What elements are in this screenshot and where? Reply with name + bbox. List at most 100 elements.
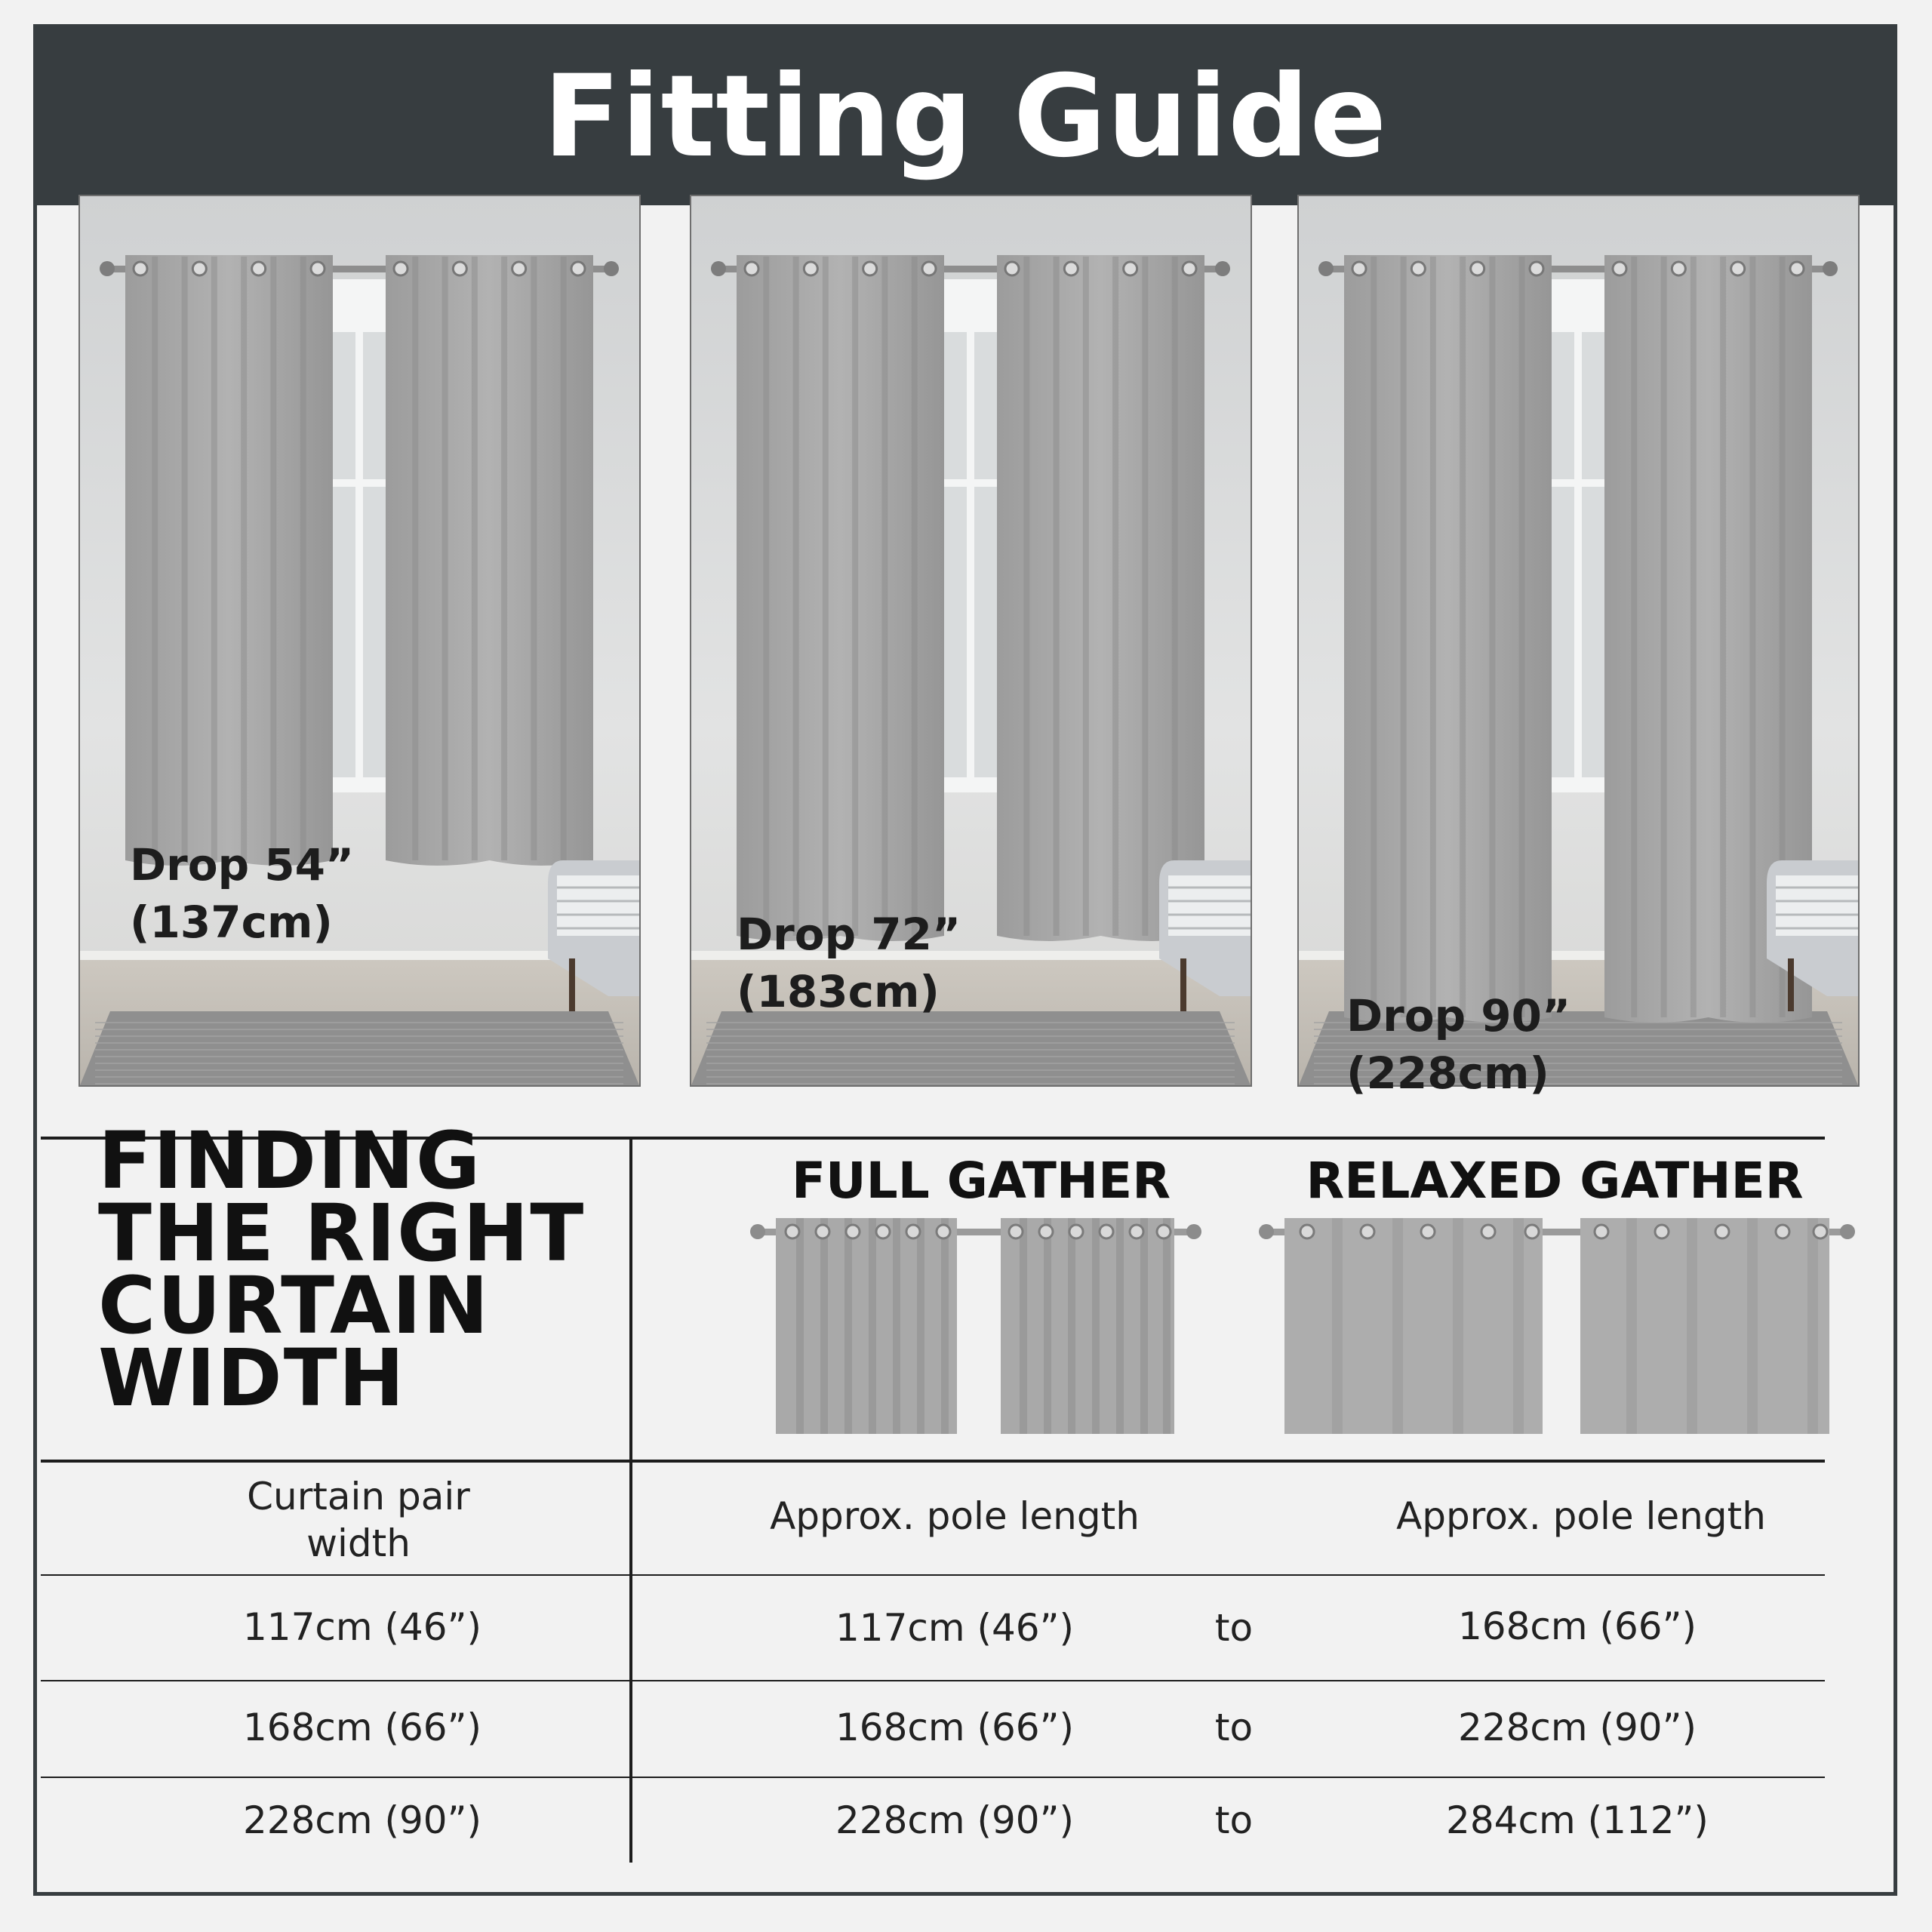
curtain-right bbox=[1604, 255, 1812, 1023]
drop-label-72: Drop 72” (183cm) bbox=[737, 906, 961, 1020]
curtain-left bbox=[1344, 255, 1552, 1023]
row-3-full-pole: 228cm (90”) bbox=[835, 1798, 1075, 1842]
curtain-eyelet bbox=[191, 260, 208, 277]
row-rule bbox=[41, 1777, 1825, 1778]
relaxed-gather-heading: RELAXED GATHER bbox=[1306, 1152, 1804, 1210]
curtain-eyelet bbox=[1528, 260, 1545, 277]
curtain-eyelet bbox=[251, 260, 267, 277]
curtain-eyelet bbox=[570, 260, 586, 277]
full-gather-pole bbox=[750, 1224, 1201, 1239]
curtain-right bbox=[386, 255, 593, 866]
header-bar: Fitting Guide bbox=[37, 28, 1894, 205]
curtain-eyelet bbox=[743, 260, 760, 277]
row-2-relaxed-pole: 228cm (90”) bbox=[1457, 1706, 1697, 1749]
curtain-pole bbox=[103, 266, 616, 272]
curtain-eyelet bbox=[1611, 260, 1628, 277]
title-line: THE RIGHT bbox=[98, 1187, 586, 1279]
pole-finial bbox=[1215, 261, 1230, 276]
drop-label-line2: (228cm) bbox=[1346, 1048, 1549, 1099]
curtain-eyelet bbox=[1410, 260, 1426, 277]
room-scene bbox=[691, 196, 1251, 1085]
sofa-leg bbox=[569, 958, 575, 1011]
full-gather-right-panel bbox=[1001, 1218, 1174, 1434]
curtain-eyelet bbox=[451, 260, 468, 277]
curtain-left bbox=[125, 255, 333, 866]
curtain-eyelet bbox=[921, 260, 937, 277]
row-1-to: to bbox=[1214, 1606, 1254, 1650]
drop-label-line1: Drop 54” bbox=[130, 839, 355, 891]
title-line: CURTAIN bbox=[98, 1260, 491, 1352]
section-top-rule bbox=[41, 1137, 1825, 1140]
pole-finial bbox=[100, 261, 115, 276]
skirting-board bbox=[691, 951, 1251, 960]
curtain-eyelet bbox=[1789, 260, 1805, 277]
curtain-eyelet bbox=[1351, 260, 1367, 277]
width-section-title: FINDING THE RIGHT CURTAIN WIDTH bbox=[98, 1115, 611, 1424]
sofa-leg bbox=[1788, 958, 1794, 1011]
relaxed-gather-left-panel bbox=[1284, 1218, 1543, 1434]
room-scene bbox=[1299, 196, 1858, 1085]
sofa-leg bbox=[1180, 958, 1186, 1011]
drop-label-line1: Drop 72” bbox=[737, 909, 961, 960]
curtain-eyelet bbox=[511, 260, 528, 277]
full-gather-left-panel bbox=[776, 1218, 957, 1434]
pole-finial bbox=[604, 261, 619, 276]
drop-72-photo bbox=[690, 195, 1252, 1087]
page-title: Fitting Guide bbox=[543, 51, 1388, 183]
pole-finial bbox=[711, 261, 726, 276]
drop-label-54: Drop 54” (137cm) bbox=[130, 836, 354, 951]
sofa-cushion bbox=[1168, 875, 1251, 936]
curtain-right bbox=[997, 255, 1204, 941]
row-3-relaxed-pole: 284cm (112”) bbox=[1446, 1798, 1709, 1842]
sofa-cushion bbox=[557, 875, 639, 936]
curtain-eyelet bbox=[802, 260, 819, 277]
row-2-to: to bbox=[1214, 1706, 1254, 1749]
curtain-eyelet bbox=[1730, 260, 1746, 277]
relaxed-gather-illustration bbox=[1259, 1218, 1855, 1434]
header-curtain-pair-width: Curtain pair width bbox=[247, 1475, 470, 1565]
title-line: WIDTH bbox=[98, 1332, 406, 1424]
curtain-eyelet bbox=[1670, 260, 1687, 277]
column-divider bbox=[629, 1137, 632, 1863]
row-2-pair-width: 168cm (66”) bbox=[242, 1706, 482, 1749]
drop-54-photo bbox=[78, 195, 641, 1087]
drop-label-line1: Drop 90” bbox=[1346, 990, 1571, 1041]
row-rule bbox=[41, 1574, 1825, 1576]
curtain-eyelet bbox=[1469, 260, 1486, 277]
drop-label-line2: (183cm) bbox=[737, 966, 940, 1017]
header-full-pole-length: Approx. pole length bbox=[770, 1494, 1140, 1538]
row-3-to: to bbox=[1214, 1798, 1254, 1842]
table-header-rule bbox=[41, 1460, 1825, 1463]
sofa-cushion bbox=[1776, 875, 1858, 936]
pole-finial bbox=[1318, 261, 1334, 276]
drop-label-90: Drop 90” (228cm) bbox=[1346, 987, 1571, 1102]
full-gather-illustration bbox=[750, 1218, 1201, 1434]
curtain-pole bbox=[1321, 266, 1835, 272]
curtain-left bbox=[737, 255, 944, 941]
curtain-eyelet bbox=[1063, 260, 1079, 277]
title-line: FINDING bbox=[98, 1115, 482, 1207]
row-1-full-pole: 117cm (46”) bbox=[835, 1606, 1075, 1650]
curtain-eyelet bbox=[392, 260, 409, 277]
row-3-pair-width: 228cm (90”) bbox=[242, 1798, 482, 1842]
relaxed-gather-pole bbox=[1259, 1224, 1855, 1239]
header-relaxed-pole-length: Approx. pole length bbox=[1396, 1494, 1766, 1538]
curtain-eyelet bbox=[862, 260, 878, 277]
drop-90-photo bbox=[1297, 195, 1860, 1087]
curtain-pole bbox=[714, 266, 1227, 272]
curtain-eyelet bbox=[132, 260, 149, 277]
drop-label-line2: (137cm) bbox=[130, 897, 333, 948]
relaxed-gather-right-panel bbox=[1580, 1218, 1829, 1434]
row-1-pair-width: 117cm (46”) bbox=[242, 1605, 482, 1649]
row-2-full-pole: 168cm (66”) bbox=[835, 1706, 1075, 1749]
curtain-eyelet bbox=[1004, 260, 1020, 277]
skirting-board bbox=[80, 951, 639, 960]
curtain-eyelet bbox=[309, 260, 326, 277]
pole-finial bbox=[1823, 261, 1838, 276]
full-gather-heading: FULL GATHER bbox=[791, 1152, 1171, 1210]
row-rule bbox=[41, 1680, 1825, 1681]
curtain-eyelet bbox=[1181, 260, 1198, 277]
row-1-relaxed-pole: 168cm (66”) bbox=[1457, 1604, 1697, 1648]
room-scene bbox=[80, 196, 639, 1085]
curtain-eyelet bbox=[1122, 260, 1139, 277]
